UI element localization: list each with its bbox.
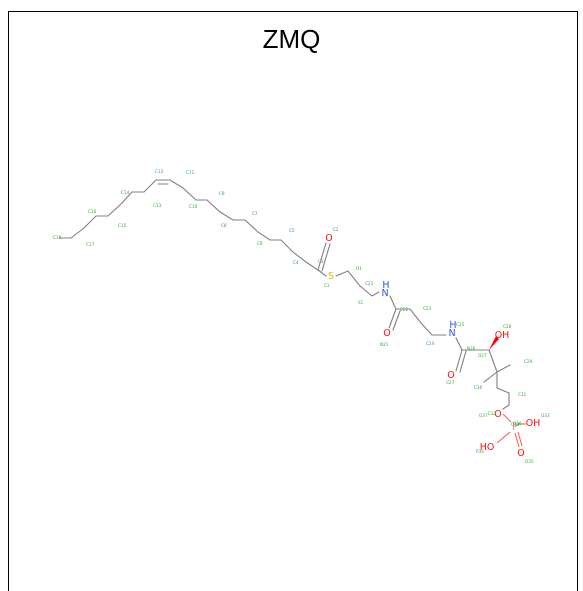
atom-label-c31: C31 (518, 392, 527, 397)
phosphate-bond (514, 432, 520, 448)
atom-label-o35: O35 (525, 459, 534, 464)
atom-label-c10: C10 (189, 204, 198, 209)
atom-label-c23: C23 (423, 306, 432, 311)
atom-label-c15: C15 (118, 223, 127, 228)
atom-label-c2: C2 (333, 227, 339, 232)
heteroatom-p1: P (512, 422, 518, 433)
amide-bond (389, 295, 397, 310)
bond-layer (59, 179, 526, 448)
heteroatom-o4: O (494, 409, 501, 420)
atom-label-c22: C22 (400, 307, 409, 312)
atom-label-c18: C18 (53, 235, 62, 240)
atom-label-c16: C16 (88, 209, 97, 214)
atom-label-c9: C9 (219, 191, 225, 196)
heteroatom-oh1: OH (495, 330, 510, 341)
amide-bond (455, 337, 463, 351)
atom-label-c30: C30 (474, 385, 483, 390)
atom-label-s1: S1 (358, 300, 364, 305)
carbonyl-bond (317, 242, 327, 271)
atom-label-c6: C6 (257, 241, 263, 246)
atom-label-c24: C24 (426, 341, 435, 346)
heteroatom-o2: O (383, 328, 390, 339)
methyl-bond (496, 364, 511, 373)
heteroatom-o1: O (325, 233, 332, 244)
heteroatom-o3: O (447, 370, 454, 381)
chain-bond (59, 179, 319, 271)
phosphate-bond (502, 413, 512, 423)
methyl-bond (483, 371, 498, 383)
thioester-bond (317, 269, 327, 277)
atom-label-c25: C25 (456, 322, 465, 327)
phosphate-bond (517, 431, 523, 447)
atom-label-c8: C8 (221, 223, 227, 228)
atom-label-c5: C5 (289, 228, 295, 233)
figure-frame (8, 11, 578, 591)
atom-label-c27: C27 (446, 380, 455, 385)
atom-label-p34: P34 (476, 449, 484, 454)
atom-label-c1: C1 (324, 283, 330, 288)
heteroatom-ho1: HO (480, 442, 495, 453)
atom-label-c29: C29 (524, 359, 533, 364)
atom-label-c7: C7 (252, 211, 258, 216)
atom-label-c21: C21 (365, 281, 374, 286)
atom-label-c32: C32 (488, 411, 497, 416)
atom-label-c17: C17 (86, 242, 95, 247)
atom-label-o36: O36 (513, 421, 522, 426)
atom-label-c14: C14 (121, 190, 130, 195)
linker-bond (335, 270, 380, 297)
heteroatom-n1: N (381, 288, 388, 299)
heteroatom-h1: H (382, 280, 389, 291)
atom-label-c28: C28 (503, 324, 512, 329)
atom-label-c13: C13 (153, 203, 162, 208)
carbonyl-bond (321, 243, 331, 272)
amide-carbonyl-bond (455, 349, 463, 372)
pantoate-bond (496, 387, 510, 394)
atom-label-n21: N21 (380, 342, 389, 347)
heteroatom-o5: O (517, 448, 524, 459)
atom-label-o37: O37 (479, 413, 488, 418)
atom-label-c33: C33 (511, 422, 520, 427)
amide-carbonyl-bond (392, 310, 401, 331)
atom-label-c11: C11 (186, 170, 195, 175)
atom-label-o27: O27 (478, 353, 487, 358)
heteroatom-oh2: OH (526, 418, 541, 429)
heteroatom-h2: H (449, 320, 456, 331)
pantoate-bond (488, 349, 498, 373)
atom-label-c4: C4 (293, 260, 299, 265)
atom-label-n26: N26 (467, 346, 476, 351)
heteroatom-n2: N (448, 328, 455, 339)
phosphate-bond (496, 431, 511, 444)
linker-bond (395, 308, 447, 336)
atom-label-o33: O33 (541, 413, 550, 418)
atom-label-c3: C3 (318, 259, 324, 264)
atom-label-c12: C12 (155, 169, 164, 174)
amide-carbonyl-bond (459, 350, 467, 373)
wedge-bond (489, 336, 499, 350)
heteroatom-s1: S (328, 271, 334, 282)
figure-title: ZMQ (262, 24, 321, 54)
atom-label-o1: O1 (356, 266, 362, 271)
ester-bond (502, 404, 510, 410)
amide-carbonyl-bond (388, 308, 397, 329)
